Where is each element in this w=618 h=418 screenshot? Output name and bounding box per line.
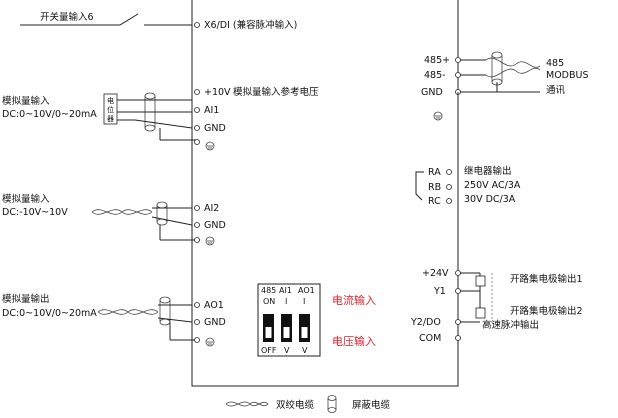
- terminal-10v-label: +10V: [204, 87, 231, 98]
- current-input-label: 电流输入: [332, 293, 376, 307]
- terminal-y1-label: Y1: [433, 286, 446, 297]
- relay-coil-2: [475, 307, 486, 319]
- ground-icon: [433, 111, 443, 121]
- terminal-ai1: [194, 107, 200, 113]
- terminal-ao1-label: AO1: [204, 300, 224, 311]
- terminal-com-label: COM: [419, 333, 441, 344]
- dip-top-ai1: I: [285, 297, 287, 306]
- dip-switch-block: 485 AI1 AO1 ON I I OFF V V 电流输入 电压输入: [257, 283, 376, 357]
- terminal-gnd-2: [194, 222, 200, 228]
- svg-text:位: 位: [107, 105, 114, 114]
- terminal-485p: [455, 57, 461, 63]
- terminal-gnd-3-label: GND: [204, 317, 226, 328]
- potentiometer-box: [103, 93, 118, 125]
- ground-icon: [205, 141, 215, 151]
- terminal-gnd-2-label: GND: [204, 220, 226, 231]
- relay-label-1: 继电器输出: [464, 165, 512, 177]
- terminal-485p-label: 485+: [424, 55, 450, 66]
- dip-header-ao1: AO1: [298, 286, 315, 295]
- relay-group: RA RB RC 继电器输出 250V AC/3A 30V DC/3A: [415, 165, 521, 207]
- dip-header-ai1: AI1: [279, 286, 292, 295]
- terminal-x6-label: X6/DI (兼容脉冲输入): [204, 19, 297, 31]
- terminal-24v: [455, 270, 461, 276]
- relay-label-3: 30V DC/3A: [464, 194, 516, 205]
- terminal-ra-label: RA: [428, 167, 441, 178]
- terminal-10v: [194, 89, 200, 95]
- relay-label-2: 250V AC/3A: [464, 180, 521, 191]
- oc-output-1-label: 开路集电极输出1: [510, 273, 583, 285]
- analog-in-1-range: DC:0~10V/0~20mA: [2, 109, 97, 120]
- terminal-gnd-1: [194, 125, 200, 131]
- voltage-input-label: 电压输入: [332, 334, 376, 348]
- relay-coil-1: [475, 275, 486, 287]
- analog-output-group: 模拟量输出 DC:0~10V/0~20mA AO1 GND: [2, 293, 226, 347]
- shielded-cable-icon: [327, 395, 337, 413]
- terminal-gnd-1-label: GND: [204, 123, 226, 134]
- terminal-y1: [455, 288, 461, 294]
- terminal-ai2: [194, 205, 200, 211]
- output-group: +24V Y1 Y2/DO COM 开路集电极输出1 开路集电极输出2 高速脉冲…: [410, 268, 583, 344]
- modbus-label-1: 485: [546, 58, 564, 69]
- module-outline: [191, 0, 459, 387]
- ground-terminal-3: [194, 337, 200, 343]
- terminal-ai1-label: AI1: [204, 105, 219, 116]
- modbus-label-2: MODBUS: [546, 70, 589, 81]
- analog-in-2-range: DC:-10V~10V: [2, 207, 68, 218]
- pulse-output-label: 高速脉冲输出: [482, 319, 539, 331]
- switch-input-label: 开关量输入6: [40, 11, 94, 23]
- ground-icon: [205, 337, 215, 347]
- ground-terminal-1: [194, 139, 200, 145]
- twisted-pair-485: [485, 57, 541, 68]
- terminal-x6: [194, 22, 200, 28]
- terminal-10v-desc: 模拟量输入参考电压: [233, 86, 319, 98]
- svg-text:器: 器: [107, 115, 114, 123]
- relay-contact: [415, 171, 424, 201]
- terminal-com: [455, 335, 461, 341]
- ground-icon: [205, 236, 215, 246]
- analog-out-title: 模拟量输出: [2, 293, 50, 305]
- terminal-rb-label: RB: [428, 182, 441, 193]
- terminal-y2: [455, 319, 461, 325]
- terminal-rb: [446, 184, 452, 190]
- dip-header-485: 485: [261, 286, 276, 295]
- rs485-group: 485+ 485- GND 485 MODBUS 通讯: [421, 51, 589, 121]
- dip-top-485: ON: [263, 297, 275, 306]
- terminal-rc: [446, 198, 452, 204]
- dip-bottom-ao1: V: [302, 346, 308, 355]
- switch-input-group: 开关量输入6 X6/DI (兼容脉冲输入): [20, 11, 297, 31]
- ground-terminal-2: [194, 237, 200, 243]
- terminal-ra: [446, 169, 452, 175]
- analog-input-2-group: 模拟量输入 DC:-10V~10V AI2 GND: [2, 193, 226, 246]
- terminal-ai2-label: AI2: [204, 203, 219, 214]
- terminal-gnd-3: [194, 319, 200, 325]
- terminal-485-gnd-label: GND: [421, 87, 443, 98]
- terminal-485n-label: 485-: [424, 70, 446, 81]
- potentiometer-label: 电: [107, 96, 114, 105]
- analog-in-2-title: 模拟量输入: [2, 193, 50, 205]
- legend-twisted-label: 双绞电缆: [276, 399, 315, 411]
- analog-input-1-group: 模拟量输入 DC:0~10V/0~20mA 电 位 器 +10V 模拟量输入参考…: [2, 86, 319, 151]
- analog-out-range: DC:0~10V/0~20mA: [2, 308, 97, 319]
- terminal-24v-label: +24V: [422, 268, 449, 279]
- analog-in-1-title: 模拟量输入: [2, 95, 50, 107]
- modbus-label-3: 通讯: [546, 85, 566, 96]
- dip-bottom-485: OFF: [261, 346, 277, 355]
- oc-output-2-label: 开路集电极输出2: [510, 305, 583, 317]
- legend: 双绞电缆 屏蔽电缆: [225, 395, 391, 413]
- dip-bottom-ai1: V: [284, 346, 290, 355]
- dip-top-ao1: I: [303, 297, 305, 306]
- terminal-rc-label: RC: [428, 196, 441, 207]
- terminal-ao1: [194, 302, 200, 308]
- terminal-485n: [455, 72, 461, 78]
- legend-shielded-label: 屏蔽电缆: [352, 399, 391, 411]
- terminal-y2-label: Y2/DO: [410, 317, 441, 328]
